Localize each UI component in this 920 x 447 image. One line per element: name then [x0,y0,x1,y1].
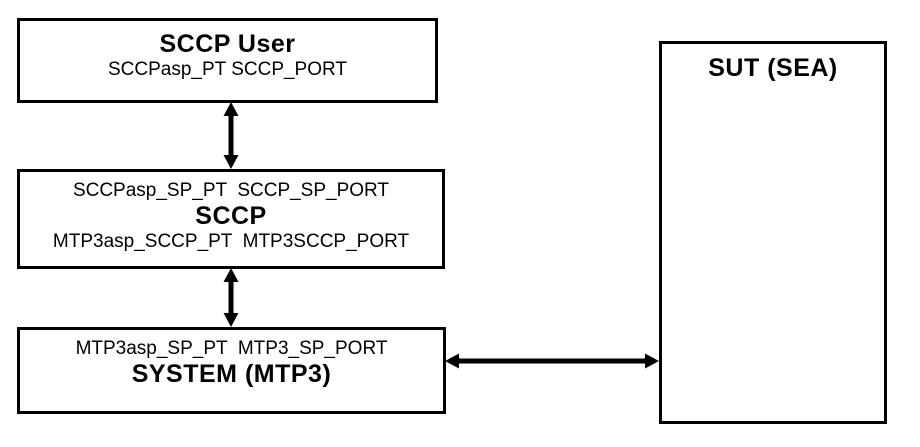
box-sccp-lower-ports-label: MTP3asp_SCCP_PT MTP3SCCP_PORT [52,231,410,252]
box-sccp-user-title: SCCP User [159,30,296,58]
box-sut-sea-title: SUT (SEA) [708,54,838,82]
box-system-mtp3-ports-label: MTP3asp_SP_PT MTP3_SP_PORT [75,338,388,359]
box-system-mtp3-title: SYSTEM (MTP3) [131,360,332,388]
double-arrow-system-sut [445,353,659,369]
double-arrow-sccpuser-sccp [223,102,239,169]
double-arrow-sccp-system [223,268,239,327]
box-sccp-user: SCCP User SCCPasp_PT SCCP_PORT [17,18,438,103]
box-sccp-user-ports-label: SCCPasp_PT SCCP_PORT [108,59,347,80]
box-sccp: SCCPasp_SP_PT SCCP_SP_PORT SCCP MTP3asp_… [17,169,445,269]
box-system-mtp3: MTP3asp_SP_PT MTP3_SP_PORT SYSTEM (MTP3) [17,327,446,414]
box-sccp-upper-ports-label: SCCPasp_SP_PT SCCP_SP_PORT [72,180,390,201]
box-sut-sea: SUT (SEA) [659,41,887,424]
box-sccp-title: SCCP [195,202,267,230]
